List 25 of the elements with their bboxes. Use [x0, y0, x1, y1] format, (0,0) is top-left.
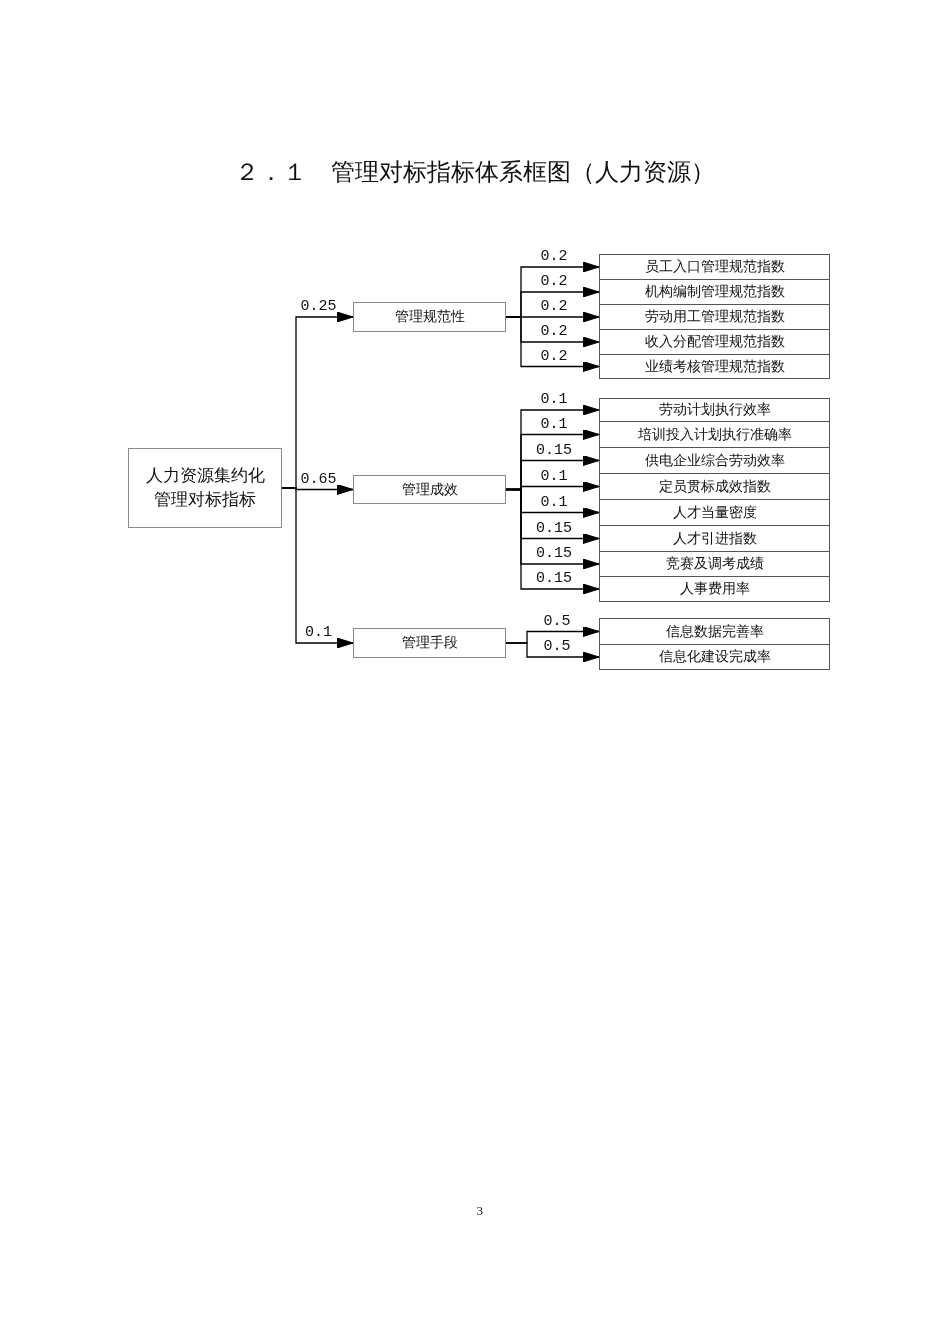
indicator-box: 机构编制管理规范指数 — [599, 279, 830, 305]
page-number: 3 — [476, 1203, 483, 1219]
category-box: 管理手段 — [353, 628, 506, 658]
connector-arrow — [281, 487, 354, 649]
indicator-box: 信息数据完善率 — [599, 618, 830, 645]
connector-arrow — [505, 316, 600, 372]
indicator-box: 人事费用率 — [599, 576, 830, 602]
indicator-box: 人才引进指数 — [599, 525, 830, 552]
connector-arrow — [505, 642, 600, 663]
indicator-box: 业绩考核管理规范指数 — [599, 354, 830, 379]
indicator-box: 收入分配管理规范指数 — [599, 329, 830, 355]
title: ２．１ 管理对标指标体系框图（人力资源） — [235, 157, 715, 188]
indicator-box: 劳动用工管理规范指数 — [599, 304, 830, 330]
category-box: 管理规范性 — [353, 302, 506, 332]
connector-arrow — [505, 488, 600, 595]
indicator-box: 劳动计划执行效率 — [599, 398, 830, 422]
indicator-box: 员工入口管理规范指数 — [599, 254, 830, 280]
category-box: 管理成效 — [353, 475, 506, 504]
indicator-box: 定员贯标成效指数 — [599, 473, 830, 500]
root-box: 人力资源集约化管理对标指标 — [128, 448, 282, 528]
indicator-box: 人才当量密度 — [599, 499, 830, 526]
indicator-box: 培训投入计划执行准确率 — [599, 421, 830, 448]
indicator-box: 信息化建设完成率 — [599, 644, 830, 670]
indicator-box: 竞赛及调考成绩 — [599, 551, 830, 577]
indicator-box: 供电企业综合劳动效率 — [599, 447, 830, 474]
